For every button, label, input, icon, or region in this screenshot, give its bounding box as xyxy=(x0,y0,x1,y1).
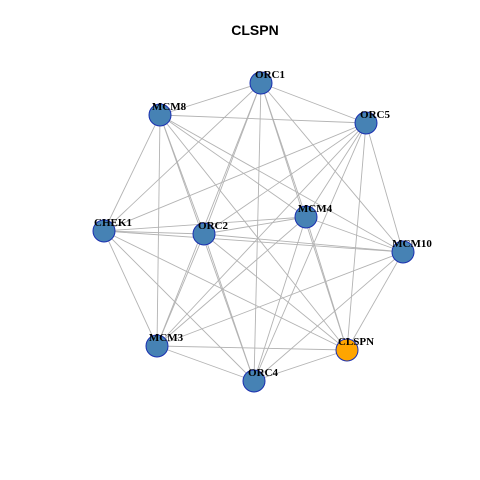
edge-orc5-mcm4 xyxy=(305,122,367,218)
node-chek1 xyxy=(92,219,116,243)
edge-orc1-orc4 xyxy=(253,82,262,382)
edge-orc5-orc2 xyxy=(203,122,367,235)
node-label-mcm10: MCM10 xyxy=(392,238,432,250)
edge-orc5-clspn xyxy=(346,122,367,351)
edge-layer xyxy=(103,82,404,382)
edge-orc4-orc2 xyxy=(203,233,255,382)
node-label-mcm4: MCM4 xyxy=(298,203,333,215)
edge-orc5-mcm10 xyxy=(365,122,404,253)
node-mcm3 xyxy=(145,334,169,358)
edge-orc4-mcm4 xyxy=(253,216,307,382)
node-label-clspn: CLSPN xyxy=(338,336,374,348)
edge-mcm8-mcm4 xyxy=(159,114,307,218)
edge-orc5-mcm3 xyxy=(156,122,367,347)
edge-orc1-mcm8 xyxy=(159,82,262,116)
edge-clspn-mcm3 xyxy=(156,345,348,351)
edge-mcm3-chek1 xyxy=(103,230,158,347)
node-label-orc5: ORC5 xyxy=(360,109,390,121)
edge-orc1-orc2 xyxy=(203,82,262,235)
node-orc2 xyxy=(192,222,216,246)
node-mcm10 xyxy=(391,240,415,264)
node-orc4 xyxy=(242,369,266,393)
node-label-mcm3: MCM3 xyxy=(149,332,184,344)
edge-clspn-orc4 xyxy=(253,349,348,382)
edge-mcm8-orc2 xyxy=(159,114,205,235)
edge-orc1-chek1 xyxy=(103,82,262,232)
node-clspn xyxy=(335,338,359,362)
node-label-orc2: ORC2 xyxy=(198,220,228,232)
edge-mcm10-orc4 xyxy=(253,251,404,382)
edge-clspn-orc2 xyxy=(203,233,348,351)
graph-title: CLSPN xyxy=(231,22,278,38)
edge-clspn-chek1 xyxy=(103,230,348,351)
edge-mcm10-orc2 xyxy=(203,233,404,253)
edge-mcm10-mcm8 xyxy=(159,114,404,253)
edge-mcm3-mcm4 xyxy=(156,216,307,347)
edge-orc1-mcm10 xyxy=(260,82,404,253)
edge-orc4-mcm8 xyxy=(159,114,255,382)
node-orc1 xyxy=(249,71,273,95)
edge-clspn-mcm8 xyxy=(159,114,348,351)
node-label-orc1: ORC1 xyxy=(255,69,285,81)
node-layer xyxy=(92,71,415,393)
node-mcm8 xyxy=(148,103,172,127)
edge-mcm3-mcm8 xyxy=(156,114,161,347)
edge-orc4-chek1 xyxy=(103,230,255,382)
node-label-mcm8: MCM8 xyxy=(152,101,187,113)
edge-clspn-mcm4 xyxy=(305,216,348,351)
node-label-orc4: ORC4 xyxy=(248,367,278,379)
edge-orc5-orc4 xyxy=(253,122,367,382)
edge-orc1-orc5 xyxy=(260,82,367,124)
edge-chek1-orc2 xyxy=(103,230,205,235)
edge-mcm3-orc2 xyxy=(156,233,205,347)
edge-orc1-mcm3 xyxy=(156,82,262,347)
edge-orc5-chek1 xyxy=(103,122,367,232)
edge-mcm10-mcm4 xyxy=(305,216,404,253)
node-label-chek1: CHEK1 xyxy=(94,217,132,229)
edge-mcm10-chek1 xyxy=(103,230,404,253)
edge-orc5-mcm8 xyxy=(159,114,367,124)
edge-chek1-mcm8 xyxy=(103,114,161,232)
edge-orc2-mcm4 xyxy=(203,216,307,235)
edge-mcm10-clspn xyxy=(346,251,404,351)
edge-orc4-mcm3 xyxy=(156,345,255,382)
node-mcm4 xyxy=(294,205,318,229)
node-orc5 xyxy=(354,111,378,135)
